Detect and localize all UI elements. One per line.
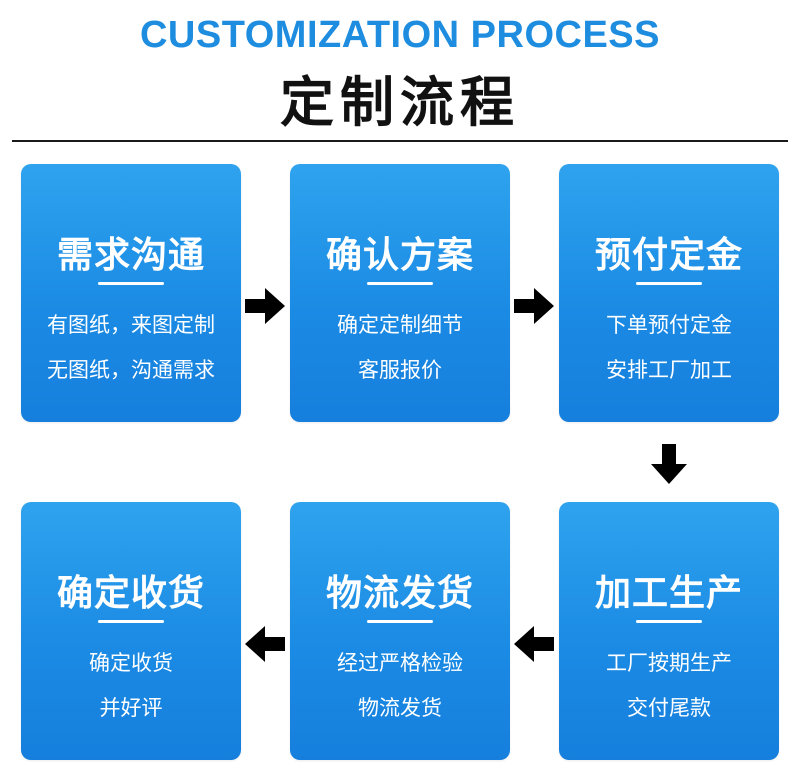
page-title-chinese: 定制流程 bbox=[280, 71, 520, 134]
step-desc-line: 工厂按期生产 bbox=[606, 651, 732, 675]
step-desc-line: 物流发货 bbox=[358, 696, 442, 720]
step-card-production: 加工生产 工厂按期生产 交付尾款 bbox=[559, 502, 779, 760]
step-card-shipping: 物流发货 经过严格检验 物流发货 bbox=[290, 502, 510, 760]
header-divider bbox=[12, 140, 788, 142]
step-title: 加工生产 bbox=[594, 573, 743, 614]
arrow-left-icon bbox=[514, 626, 554, 662]
step-card-requirements: 需求沟通 有图纸，来图定制 无图纸，沟通需求 bbox=[21, 164, 241, 422]
page-title-english: CUSTOMIZATION PROCESS bbox=[139, 14, 660, 56]
step-desc-line: 交付尾款 bbox=[627, 696, 711, 720]
step-title: 确定收货 bbox=[56, 573, 205, 614]
step-desc-line: 安排工厂加工 bbox=[606, 358, 732, 382]
step-desc-line: 确定收货 bbox=[89, 651, 173, 675]
step-desc-line: 确定定制细节 bbox=[337, 313, 463, 337]
step-title: 预付定金 bbox=[594, 235, 743, 276]
step-desc-line: 有图纸，来图定制 bbox=[47, 313, 215, 337]
arrow-right-icon bbox=[514, 288, 554, 324]
step-card-confirm-plan: 确认方案 确定定制细节 客服报价 bbox=[290, 164, 510, 422]
step-desc-line: 下单预付定金 bbox=[606, 313, 732, 337]
step-card-receipt: 确定收货 确定收货 并好评 bbox=[21, 502, 241, 760]
step-underline bbox=[636, 282, 702, 285]
step-underline bbox=[98, 282, 164, 285]
arrow-down-icon bbox=[651, 444, 687, 484]
step-underline bbox=[367, 620, 433, 623]
step-underline bbox=[367, 282, 433, 285]
step-title: 需求沟通 bbox=[56, 235, 205, 276]
arrow-right-icon bbox=[245, 288, 285, 324]
step-desc-line: 经过严格检验 bbox=[337, 651, 463, 675]
step-card-deposit: 预付定金 下单预付定金 安排工厂加工 bbox=[559, 164, 779, 422]
step-underline bbox=[636, 620, 702, 623]
step-underline bbox=[98, 620, 164, 623]
step-desc-line: 客服报价 bbox=[358, 358, 442, 382]
arrow-left-icon bbox=[245, 626, 285, 662]
step-title: 物流发货 bbox=[325, 573, 474, 614]
step-desc-line: 无图纸，沟通需求 bbox=[47, 358, 215, 382]
step-title: 确认方案 bbox=[325, 235, 474, 276]
step-desc-line: 并好评 bbox=[99, 696, 163, 720]
